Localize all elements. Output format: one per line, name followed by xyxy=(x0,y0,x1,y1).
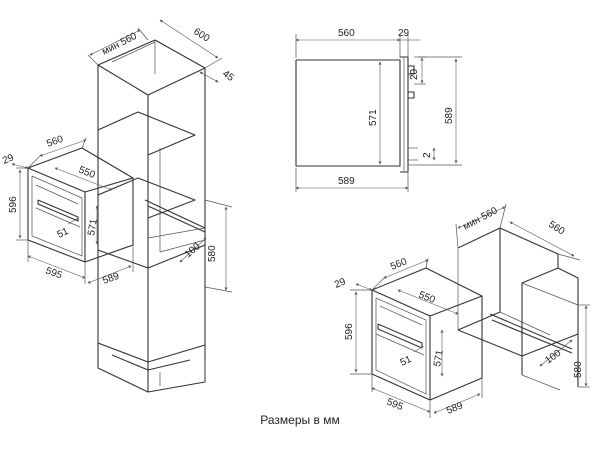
left-oven-front xyxy=(27,167,86,263)
left-oven-top-label: 560 xyxy=(45,134,65,150)
right-oven-inner-label: 550 xyxy=(417,290,437,307)
niche-vent-label: 100 xyxy=(543,347,563,366)
side-handle-top-label: 20 xyxy=(409,68,420,80)
side-height-total-label: 589 xyxy=(444,107,455,124)
side-top-offset-label: 29 xyxy=(398,28,410,39)
side-view-body xyxy=(295,59,401,167)
niche-width-label: мин 560 xyxy=(461,205,500,232)
left-oven-handle-label: 51 xyxy=(56,226,71,241)
right-oven-top-label: 560 xyxy=(389,256,409,273)
niche-right-panel xyxy=(557,267,579,387)
units-caption: Размеры в мм xyxy=(260,413,340,427)
tall-cabinet: мин 560 600 45 580 100 xyxy=(87,19,236,393)
niche-left-panel xyxy=(457,227,501,331)
left-oven-door-label: 571 xyxy=(86,218,100,237)
tall-depth-label: 600 xyxy=(191,26,211,45)
right-oven-handle-label: 51 xyxy=(399,354,414,369)
tall-back-gap-label: 45 xyxy=(220,68,236,84)
side-bottom-depth-label: 589 xyxy=(338,176,355,187)
tall-cabinet-side xyxy=(147,67,206,393)
right-oven: 560 550 29 596 571 51 595 589 xyxy=(333,256,483,418)
left-oven-depth-label: 589 xyxy=(101,271,121,287)
left-oven-width-label: 595 xyxy=(44,265,64,281)
right-oven-door-label: 571 xyxy=(432,349,446,368)
under-counter-niche: мин 560 560 580 100 xyxy=(455,203,590,391)
left-oven-inner-label: 550 xyxy=(77,165,97,182)
tall-niche-height-label: 580 xyxy=(207,245,218,262)
right-oven-width-label: 595 xyxy=(385,397,405,414)
niche-depth-label: 560 xyxy=(546,219,566,237)
left-oven: 560 550 29 596 571 51 595 589 xyxy=(1,134,134,287)
tall-width-label: мин 560 xyxy=(100,31,139,58)
tall-cabinet-front xyxy=(97,64,149,393)
right-oven-height-label: 596 xyxy=(344,323,355,340)
side-view: 560 29 20 571 589 2 589 xyxy=(295,28,462,192)
side-height-inner-label: 571 xyxy=(368,109,379,126)
left-oven-height-label: 596 xyxy=(8,196,19,213)
side-handle-bottom-label: 2 xyxy=(422,152,433,158)
side-top-depth-label: 560 xyxy=(338,28,355,39)
niche-height-label: 580 xyxy=(573,361,584,378)
left-oven-gap-label: 29 xyxy=(1,152,16,167)
right-oven-gap-label: 29 xyxy=(333,276,348,291)
